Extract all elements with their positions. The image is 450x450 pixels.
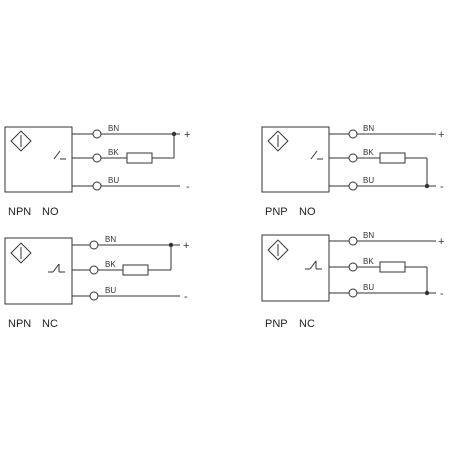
wire-label-bu: BU [363, 176, 374, 185]
wire-label-bu: BU [363, 283, 374, 292]
negative-terminal-sign: - [186, 181, 190, 193]
terminal-blue [89, 291, 99, 301]
proximity-sensor-icon [267, 130, 289, 152]
wire-label-bn: BN [108, 124, 119, 133]
wire-label-bn: BN [363, 124, 374, 133]
load-resistor [122, 264, 149, 276]
positive-terminal-sign: + [183, 240, 189, 252]
circuit-pnp-nc: BN BK BU + - PNP NC [261, 231, 444, 330]
wire-label-bk: BK [108, 148, 119, 157]
contact-type-label: NO [42, 206, 59, 218]
normally-open-switch-icon [310, 150, 323, 160]
terminal-brown [348, 129, 358, 139]
load-resistor [379, 261, 406, 273]
load-resistor [126, 152, 153, 164]
terminal-blue [348, 181, 358, 191]
circuit-npn-no: BN BK BU + - NPN NO [4, 124, 190, 218]
circuit-type-label: PNP [265, 318, 288, 330]
terminal-brown [89, 240, 99, 250]
wire-label-bn: BN [363, 231, 374, 240]
proximity-sensor-icon [267, 239, 289, 261]
negative-terminal-sign: - [440, 288, 444, 300]
sensor-body [4, 237, 73, 305]
terminal-brown [348, 236, 358, 246]
circuit-npn-nc: BN BK BU + - NPN NC [4, 235, 189, 330]
wire-label-bu: BU [108, 176, 119, 185]
terminal-black [348, 153, 358, 163]
contact-type-label: NC [299, 318, 315, 330]
negative-terminal-sign: - [184, 291, 188, 303]
terminal-black [89, 265, 99, 275]
terminal-blue [348, 288, 358, 298]
terminal-blue [92, 181, 102, 191]
load-resistor [379, 152, 406, 164]
normally-closed-switch-icon [48, 263, 65, 273]
wire-label-bu: BU [105, 286, 116, 295]
wire-label-bk: BK [105, 260, 116, 269]
contact-type-label: NO [299, 206, 316, 218]
sensor-body [261, 234, 330, 302]
wire-label-bk: BK [363, 148, 374, 157]
contact-type-label: NC [42, 318, 58, 330]
circuit-pnp-no: BN BK BU + - PNP NO [261, 124, 444, 218]
positive-terminal-sign: + [184, 129, 190, 141]
proximity-sensor-icon [10, 130, 32, 152]
wire-label-bn: BN [105, 235, 116, 244]
circuit-type-label: NPN [8, 318, 31, 330]
proximity-sensor-icon [10, 242, 32, 264]
junction-dot [168, 242, 174, 248]
terminal-black [92, 153, 102, 163]
terminal-brown [92, 129, 102, 139]
positive-terminal-sign: + [438, 129, 444, 141]
positive-terminal-sign: + [438, 236, 444, 248]
wire-label-bk: BK [363, 257, 374, 266]
circuit-type-label: PNP [265, 206, 288, 218]
circuit-type-label: NPN [8, 206, 31, 218]
normally-open-switch-icon [53, 150, 66, 160]
normally-closed-switch-icon [305, 260, 322, 270]
terminal-black [348, 262, 358, 272]
negative-terminal-sign: - [440, 181, 444, 193]
junction-dot [171, 131, 177, 137]
